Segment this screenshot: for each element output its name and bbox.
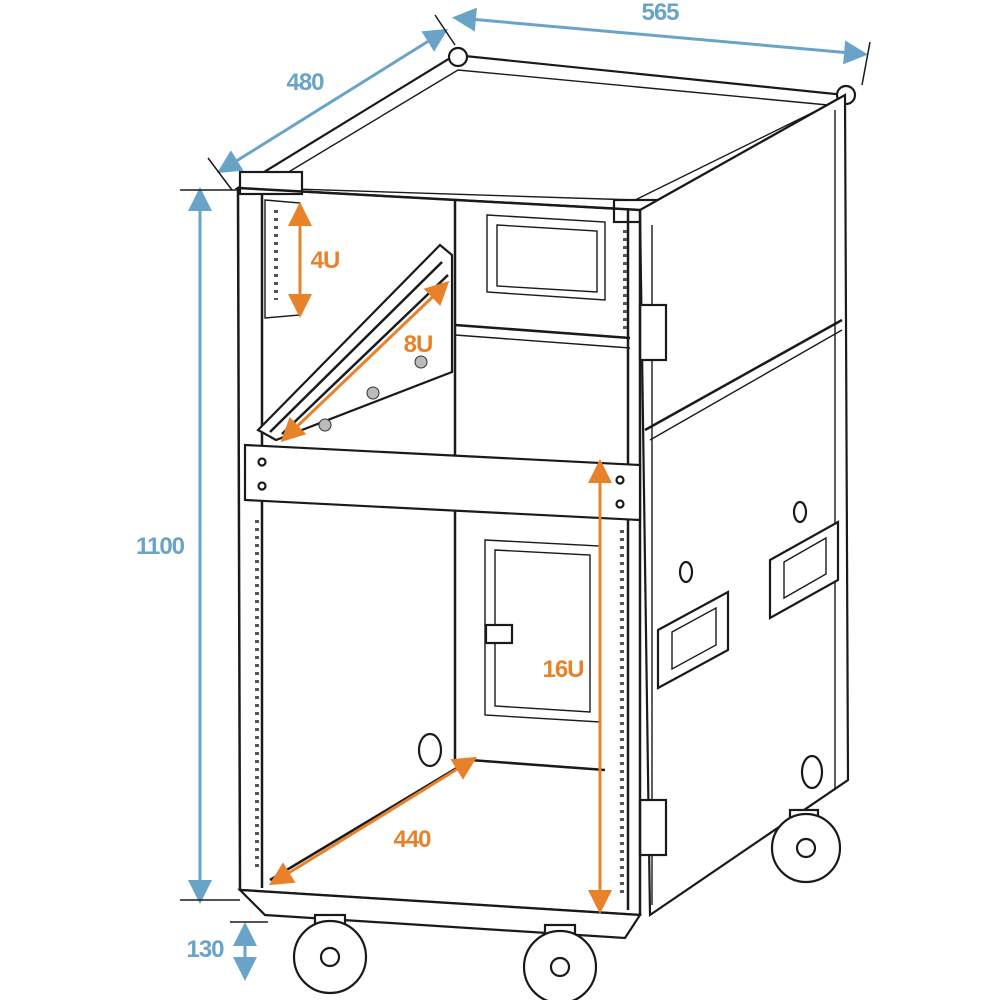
8u-label: 8U <box>404 331 433 358</box>
height-label: 1100 <box>136 533 185 560</box>
caster-wheel <box>522 923 598 1000</box>
16u-label: 16U <box>542 656 583 683</box>
depth-dimension-line <box>216 28 449 174</box>
caster-wheel <box>292 913 368 995</box>
caster-wheel <box>770 808 842 884</box>
side-handle <box>656 590 730 690</box>
inner-width-dimension-line <box>268 756 478 886</box>
case-right-side <box>638 93 850 918</box>
side-handle <box>768 520 840 620</box>
4u-label: 4U <box>311 247 340 274</box>
inner-width-label: 440 <box>393 826 431 853</box>
8u-dimension-line <box>280 280 450 443</box>
wheel-height-label: 130 <box>186 936 224 963</box>
width-label: 565 <box>641 0 679 26</box>
case-front <box>236 186 642 940</box>
width-dimension-line <box>452 7 868 65</box>
depth-label: 480 <box>286 69 324 96</box>
